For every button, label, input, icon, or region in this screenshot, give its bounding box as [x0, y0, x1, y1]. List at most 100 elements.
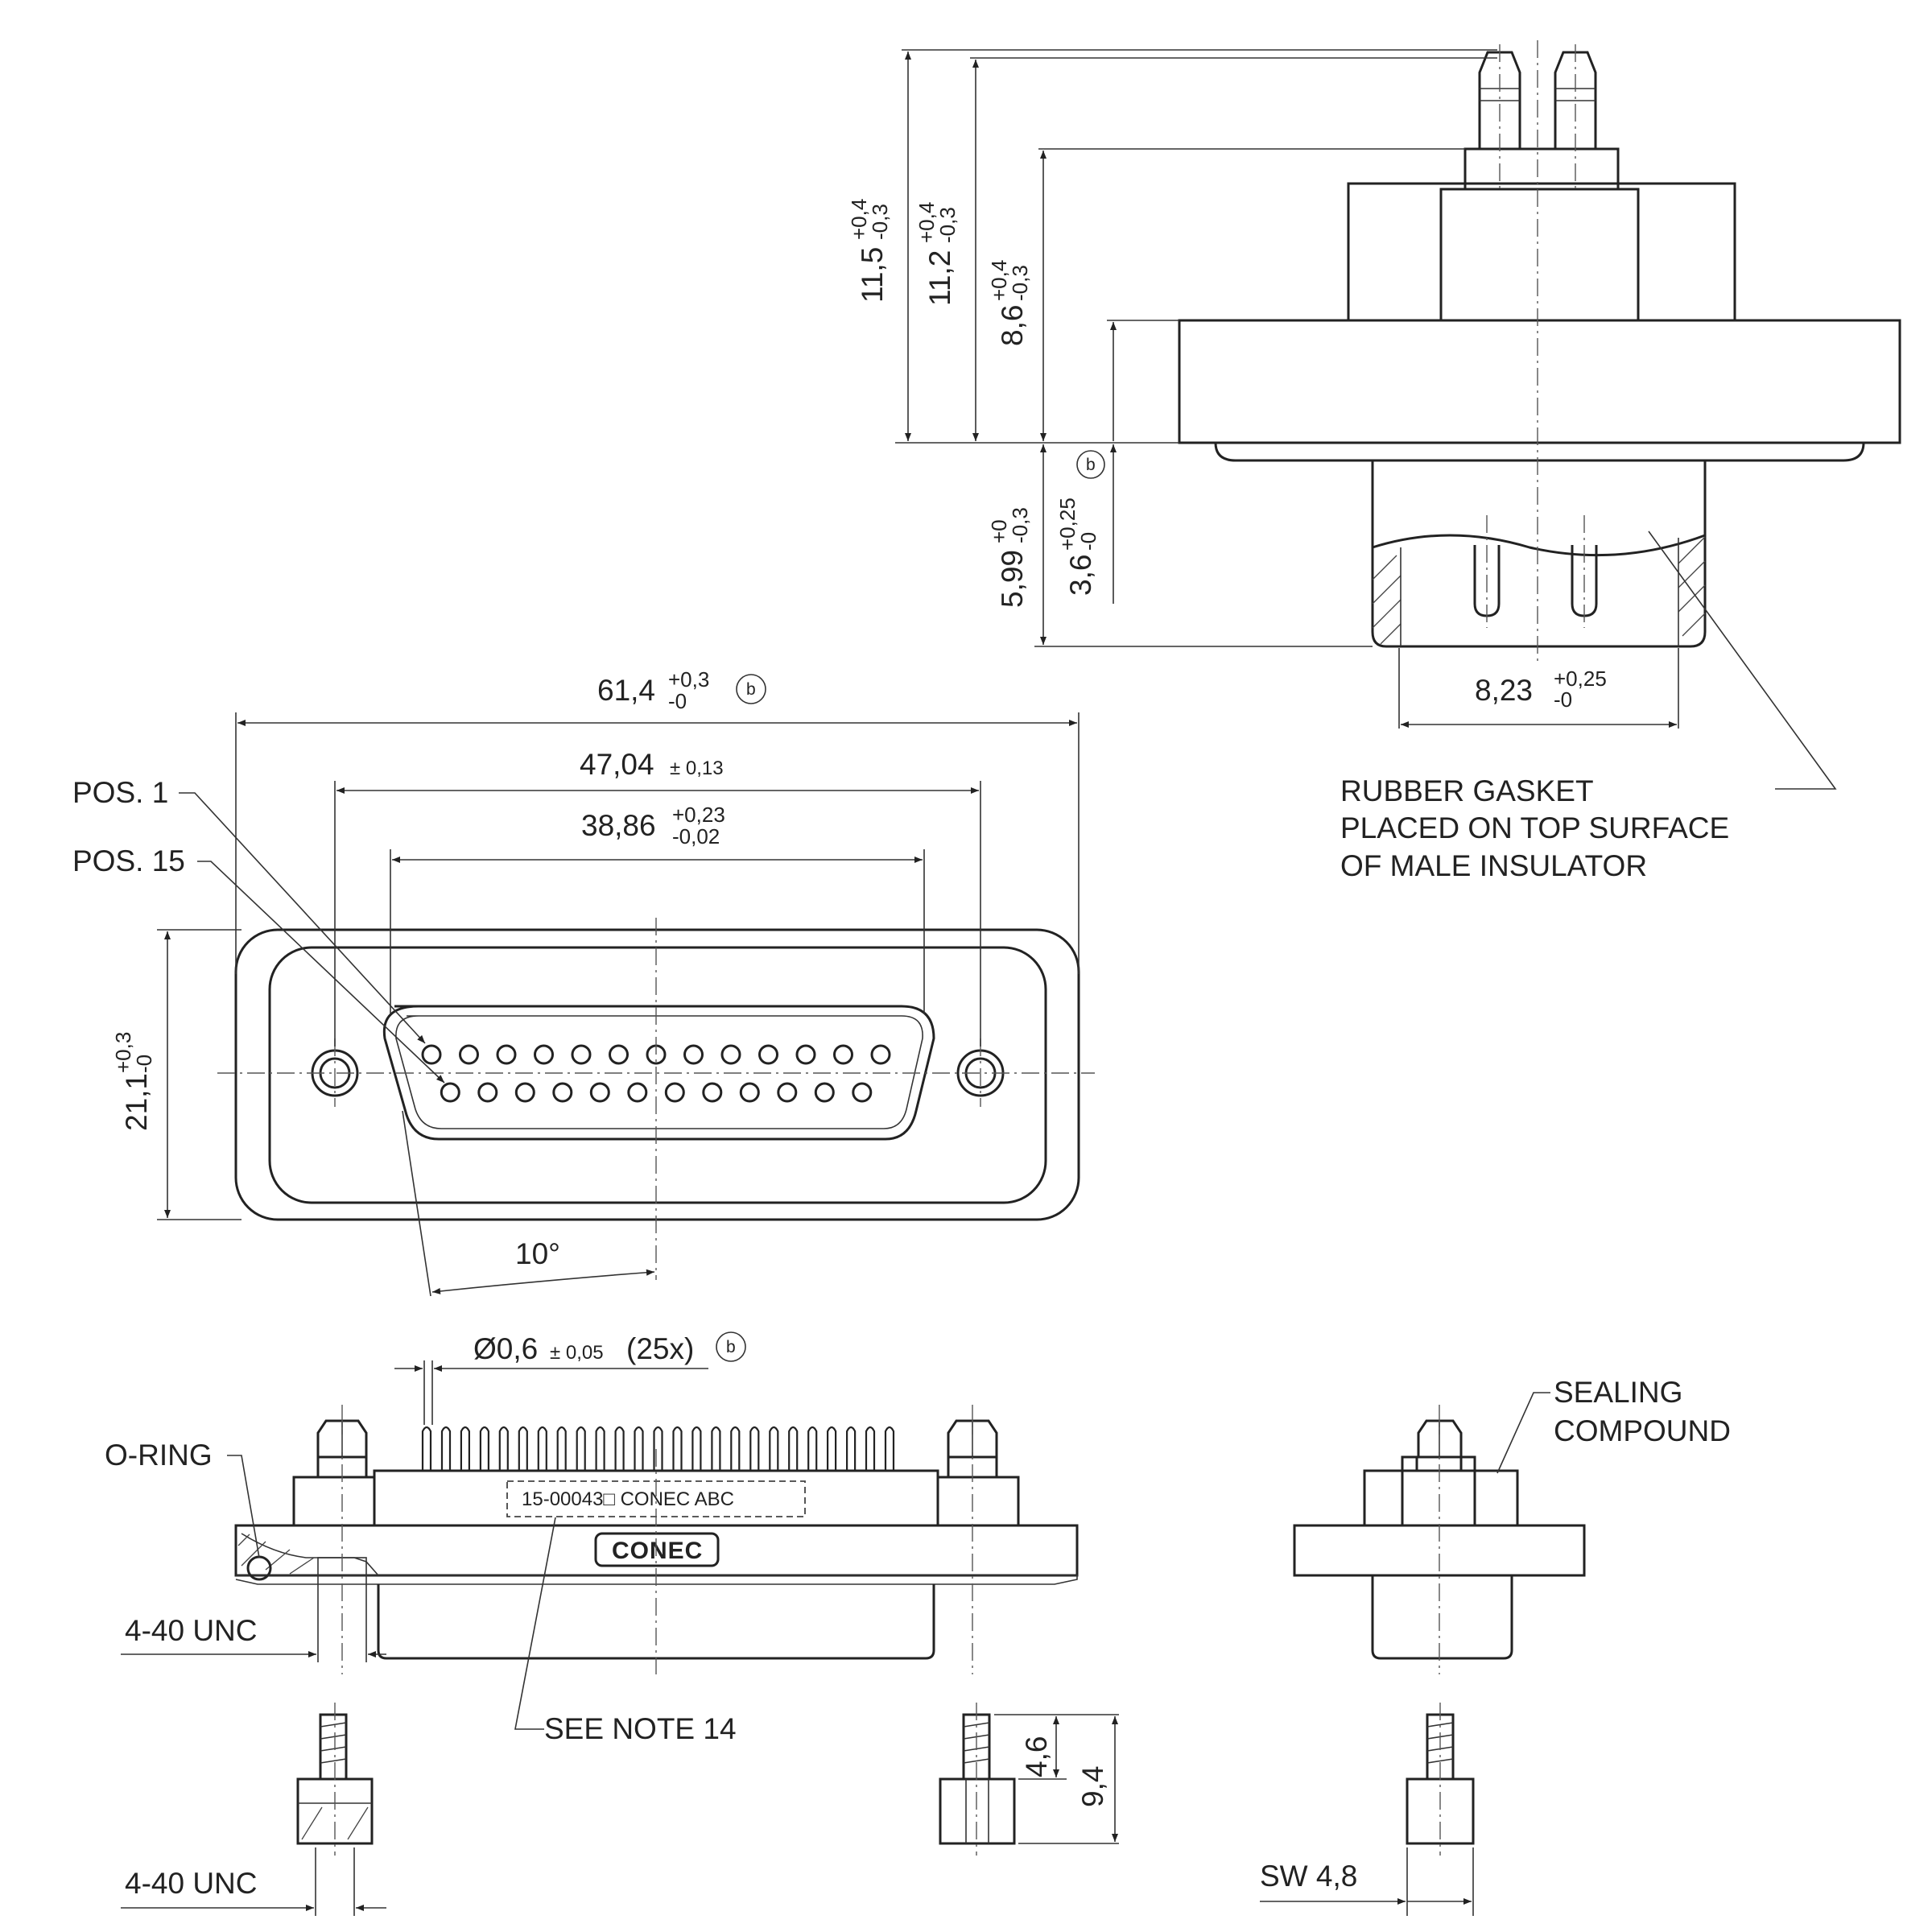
pin-tail [691, 1426, 702, 1471]
dim-61-4-tol-plus: +0,3 [668, 667, 709, 691]
pin-tail [518, 1426, 528, 1471]
contact-pin [683, 1044, 704, 1065]
contact-pins [421, 1044, 891, 1103]
gasket-label-line2: PLACED ON TOP SURFACE [1340, 811, 1729, 844]
pin-tail [807, 1426, 818, 1471]
dim-11-2-tol-minus: -0,3 [935, 207, 960, 243]
contact-pin [477, 1082, 498, 1103]
dim-11-2-nominal: 11,2 [923, 250, 956, 306]
pin-tail [537, 1426, 547, 1471]
unc-label-upper: 4-40 UNC [125, 1614, 258, 1647]
contact-pin [720, 1044, 741, 1065]
dim-11-5-tol-plus: +0,4 [847, 199, 871, 240]
contact-pin [496, 1044, 517, 1065]
side-view [895, 40, 1901, 790]
contact-pin [421, 1044, 442, 1065]
contact-pin [664, 1082, 685, 1103]
marking-text: 15-00043□ CONEC ABC [522, 1488, 734, 1510]
pin-tail [884, 1426, 895, 1471]
contact-pin [534, 1044, 554, 1065]
bottom-view: 15-00043□ CONEC ABC CONEC [121, 1360, 1119, 1916]
pin-tail [749, 1426, 760, 1471]
dim-21-1-nominal: 21,1 [120, 1073, 153, 1131]
dim-5-99-tol-minus: -0,3 [1008, 507, 1032, 543]
sw-label: SW 4,8 [1260, 1860, 1357, 1893]
conec-logo: CONEC [612, 1538, 703, 1564]
pin-tail [460, 1426, 470, 1471]
pin-tail [634, 1426, 644, 1471]
contact-pin-tails [421, 1426, 895, 1471]
dim-5-99-nominal: 5,99 [996, 550, 1029, 608]
pin-tail [479, 1426, 489, 1471]
gasket-label-line3: OF MALE INSULATOR [1340, 849, 1647, 882]
dim-3-6-tol-plus: +0,25 [1055, 497, 1080, 551]
pin-tail [614, 1426, 625, 1471]
pin-dia-count: (25x) [626, 1332, 694, 1365]
pin-tail [730, 1426, 741, 1471]
sealing-label-line1: SEALING [1554, 1376, 1682, 1409]
pin-tail [711, 1426, 721, 1471]
dim-38-86-tol-minus: -0,02 [672, 824, 720, 848]
dim-47-04-tol: ± 0,13 [670, 758, 724, 779]
dim-38-86-nominal: 38,86 [581, 809, 656, 842]
dim-8-6-tol-minus: -0,3 [1008, 265, 1032, 301]
oring-label: O-RING [105, 1439, 213, 1472]
unc-label-lower: 4-40 UNC [125, 1867, 258, 1900]
front-view [157, 712, 1095, 1297]
angle-label: 10° [515, 1237, 560, 1270]
gasket-label-line1: RUBBER GASKET [1340, 774, 1594, 807]
contact-pin [609, 1044, 629, 1065]
pin-tail [769, 1426, 779, 1471]
dim-3-6-nominal: 3,6 [1064, 555, 1097, 596]
circled-note-b-side: b [1076, 450, 1105, 479]
contact-pin [440, 1082, 460, 1103]
contact-pin [739, 1082, 760, 1103]
pin-tail [576, 1426, 586, 1471]
dim-47-04-nominal: 47,04 [580, 748, 654, 781]
contact-pin [758, 1044, 778, 1065]
pin-tail [595, 1426, 605, 1471]
pin-tail [865, 1426, 876, 1471]
circled-note-b-pin: b [716, 1331, 746, 1362]
pin-tail [653, 1426, 663, 1471]
contact-pin [702, 1082, 723, 1103]
dim-61-4-nominal: 61,4 [597, 674, 655, 707]
contact-pin [571, 1044, 592, 1065]
dim-9-4: 9,4 [1076, 1766, 1109, 1807]
pin-tail [498, 1426, 509, 1471]
contact-pin [814, 1082, 835, 1103]
contact-pin [459, 1044, 479, 1065]
contact-pin [514, 1082, 535, 1103]
contact-pin [870, 1044, 891, 1065]
dim-11-5-nominal: 11,5 [856, 247, 889, 303]
pin-tail [788, 1426, 799, 1471]
pin-tail [421, 1426, 432, 1471]
pin-tail [556, 1426, 567, 1471]
dim-8-23-nominal: 8,23 [1475, 674, 1533, 707]
dim-8-23-tol-minus: -0 [1554, 687, 1572, 712]
pin-tail [846, 1426, 857, 1471]
pin-dia-tol: ± 0,05 [550, 1342, 604, 1364]
circled-note-letter: b [1086, 456, 1096, 474]
pin-tail [440, 1426, 452, 1471]
contact-pin [627, 1082, 648, 1103]
dim-21-1-tol-plus: +0,3 [111, 1032, 135, 1073]
pos15-label: POS. 15 [72, 844, 185, 877]
circled-note-letter: b [726, 1338, 736, 1356]
dim-11-5-tol-minus: -0,3 [868, 204, 892, 240]
dim-21-1-tol-minus: -0 [132, 1055, 156, 1073]
dim-4-6: 4,6 [1020, 1736, 1053, 1777]
end-view [1260, 1392, 1586, 1916]
dim-8-23-tol-plus: +0,25 [1554, 667, 1607, 691]
contact-pin [833, 1044, 853, 1065]
dim-8-6-tol-plus: +0,4 [987, 260, 1011, 301]
dim-8-6-nominal: 8,6 [996, 305, 1029, 346]
contact-pin [552, 1082, 573, 1103]
contact-pin [852, 1082, 873, 1103]
dim-61-4-tol-minus: -0 [668, 689, 687, 713]
pin-tail [827, 1426, 837, 1471]
dim-38-86-tol-plus: +0,23 [672, 803, 725, 827]
sealing-label-line2: COMPOUND [1554, 1414, 1731, 1447]
dim-11-2-tol-plus: +0,4 [914, 202, 939, 243]
